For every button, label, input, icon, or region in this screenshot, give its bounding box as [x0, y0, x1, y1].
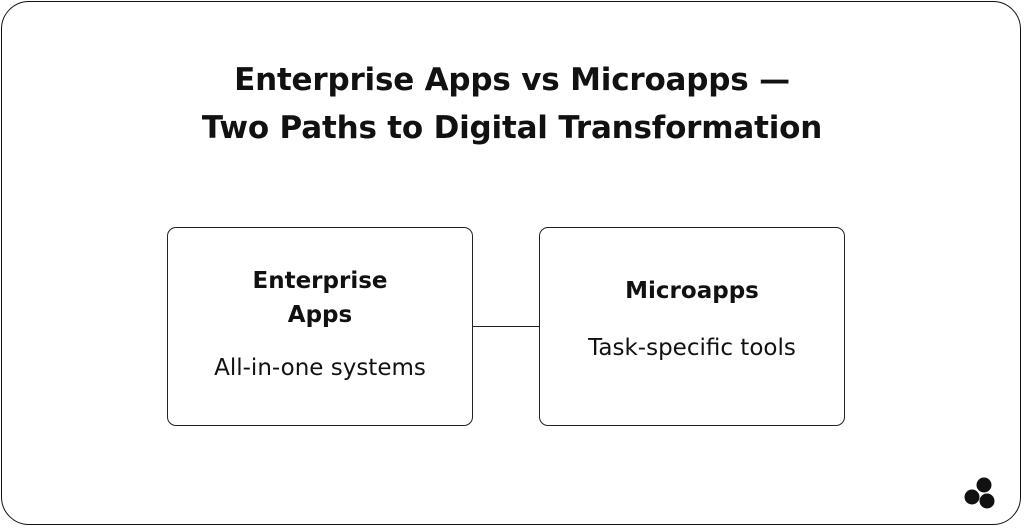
enterprise-apps-description: All-in-one systems — [214, 355, 426, 381]
enterprise-apps-heading-line-1: Enterprise — [252, 268, 388, 294]
microapps-node: Microapps Task-specific tools — [539, 227, 845, 426]
enterprise-apps-heading: Enterprise Apps — [168, 264, 472, 332]
connector-line — [473, 326, 539, 327]
title-line-2: Two Paths to Digital Transformation — [201, 110, 823, 146]
microapps-heading: Microapps — [625, 278, 759, 304]
title-line-1: Enterprise Apps vs Microapps — — [234, 62, 790, 98]
diagram-title: Enterprise Apps vs Microapps — Two Paths… — [0, 56, 1024, 152]
enterprise-apps-heading-line-2: Apps — [287, 302, 353, 328]
three-circles-logo-icon — [964, 477, 995, 509]
enterprise-apps-node: Enterprise Apps All-in-one systems — [167, 227, 473, 426]
microapps-description: Task-specific tools — [588, 335, 796, 361]
